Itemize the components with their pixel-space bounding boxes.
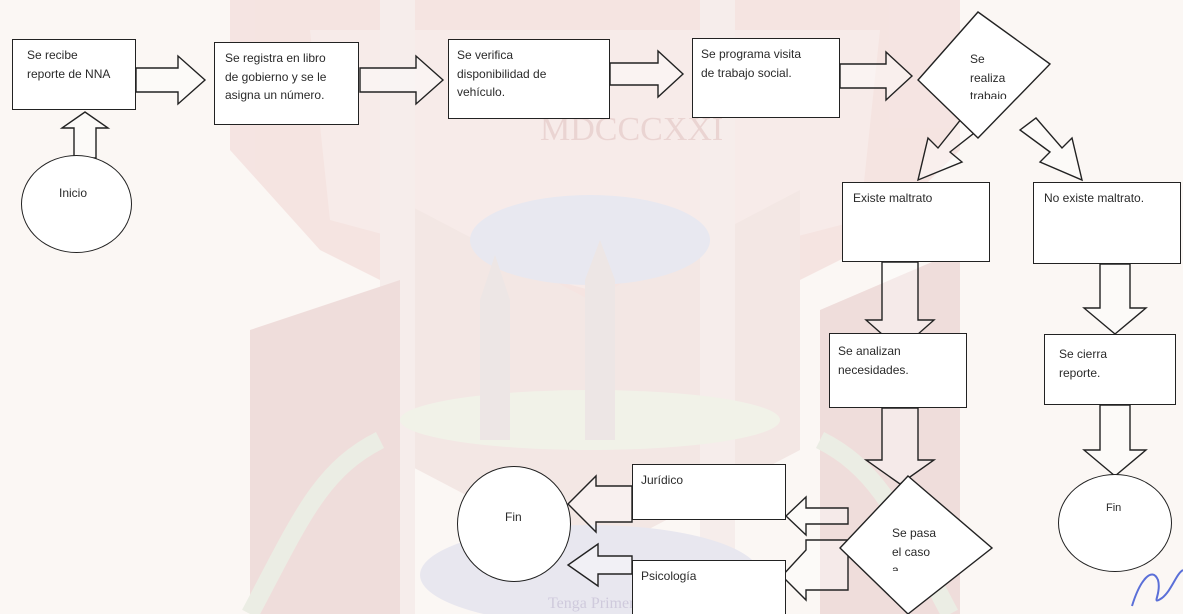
decision2-line1: Se pasa xyxy=(892,526,937,540)
decision2-line2: el caso xyxy=(892,544,931,559)
step-receive-report: Se recibe reporte de NNA xyxy=(12,39,136,110)
arrow-step3-to-step4 xyxy=(609,49,685,99)
step4-line1: Se programa visita xyxy=(701,47,802,61)
decision1-line1: Se xyxy=(970,52,985,66)
arrow-psicologia-to-fin xyxy=(566,542,633,588)
decision-trabajo-label: Se realiza trabaio xyxy=(970,50,1007,99)
decision2-line3: a xyxy=(892,563,899,572)
end-circle-left xyxy=(457,466,571,582)
start-circle xyxy=(21,155,132,253)
step3-line3: vehículo. xyxy=(457,85,506,100)
step-close-report: Se cierra reporte. xyxy=(1044,334,1176,405)
signature-mark xyxy=(1131,569,1183,607)
arrow-juridico-to-fin xyxy=(567,474,633,534)
decision-trabajo-diamond xyxy=(917,11,1052,139)
arrow-decision1-to-no xyxy=(1018,117,1084,182)
step2-line2: de gobierno y se le xyxy=(225,69,327,84)
arrow-no-to-close xyxy=(1082,263,1148,335)
arrow-step4-to-decision1 xyxy=(839,50,914,102)
close-line2: reporte. xyxy=(1059,365,1101,380)
decision1-line2: realiza xyxy=(970,70,1006,85)
branch-existe-maltrato: Existe maltrato xyxy=(842,182,990,262)
step-analyze-needs: Se analizan necesidades. xyxy=(829,333,967,408)
watermark-motto: Tenga Primero xyxy=(548,595,642,612)
analyze-line2: necesidades. xyxy=(838,362,909,377)
step1-line1: Se recibe xyxy=(27,48,78,62)
branch-no-existe-maltrato: No existe maltrato. xyxy=(1033,182,1181,264)
close-line1: Se cierra xyxy=(1059,347,1108,361)
end-circle-right xyxy=(1058,474,1172,572)
arrow-inicio-to-step1 xyxy=(59,111,111,159)
step1-line2: reporte de NNA xyxy=(27,66,111,81)
end-right-label: Fin xyxy=(1106,502,1122,514)
step3-line2: disponibilidad de xyxy=(457,66,547,81)
arrow-step1-to-step2 xyxy=(135,54,207,106)
end-left-label: Fin xyxy=(505,510,522,524)
step2-line3: asigna un número. xyxy=(225,88,325,103)
arrow-close-to-fin xyxy=(1082,404,1148,477)
arrow-analyze-to-decision2 xyxy=(863,407,937,485)
juridico-label: Jurídico xyxy=(641,473,684,487)
step-schedule-visit: Se programa visita de trabajo social. xyxy=(692,38,840,118)
decision1-line3: trabaio xyxy=(970,89,1007,100)
arrow-decision2-to-psicologia xyxy=(781,539,849,602)
start-label: Inicio xyxy=(59,186,88,200)
analyze-line1: Se analizan xyxy=(838,344,901,358)
branch-no-label: No existe maltrato. xyxy=(1044,191,1145,205)
step-register-book: Se registra en libro de gobierno y se le… xyxy=(214,42,359,125)
psicologia-label: Psicología xyxy=(641,569,697,583)
arrow-decision2-to-juridico xyxy=(784,495,849,537)
decision-pasa-caso-label: Se pasa el caso a xyxy=(892,524,936,571)
dest-psicologia: Psicología xyxy=(632,560,786,614)
arrow-step2-to-step3 xyxy=(359,54,445,106)
step3-line1: Se verifica xyxy=(457,48,514,62)
step2-line1: Se registra en libro xyxy=(225,51,326,65)
dest-juridico: Jurídico xyxy=(632,464,786,520)
step-verify-vehicle: Se verifica disponibilidad de vehículo. xyxy=(448,39,610,119)
branch-yes-label: Existe maltrato xyxy=(853,191,933,205)
step4-line2: de trabajo social. xyxy=(701,65,792,80)
decision-pasa-caso-diamond xyxy=(839,475,994,614)
